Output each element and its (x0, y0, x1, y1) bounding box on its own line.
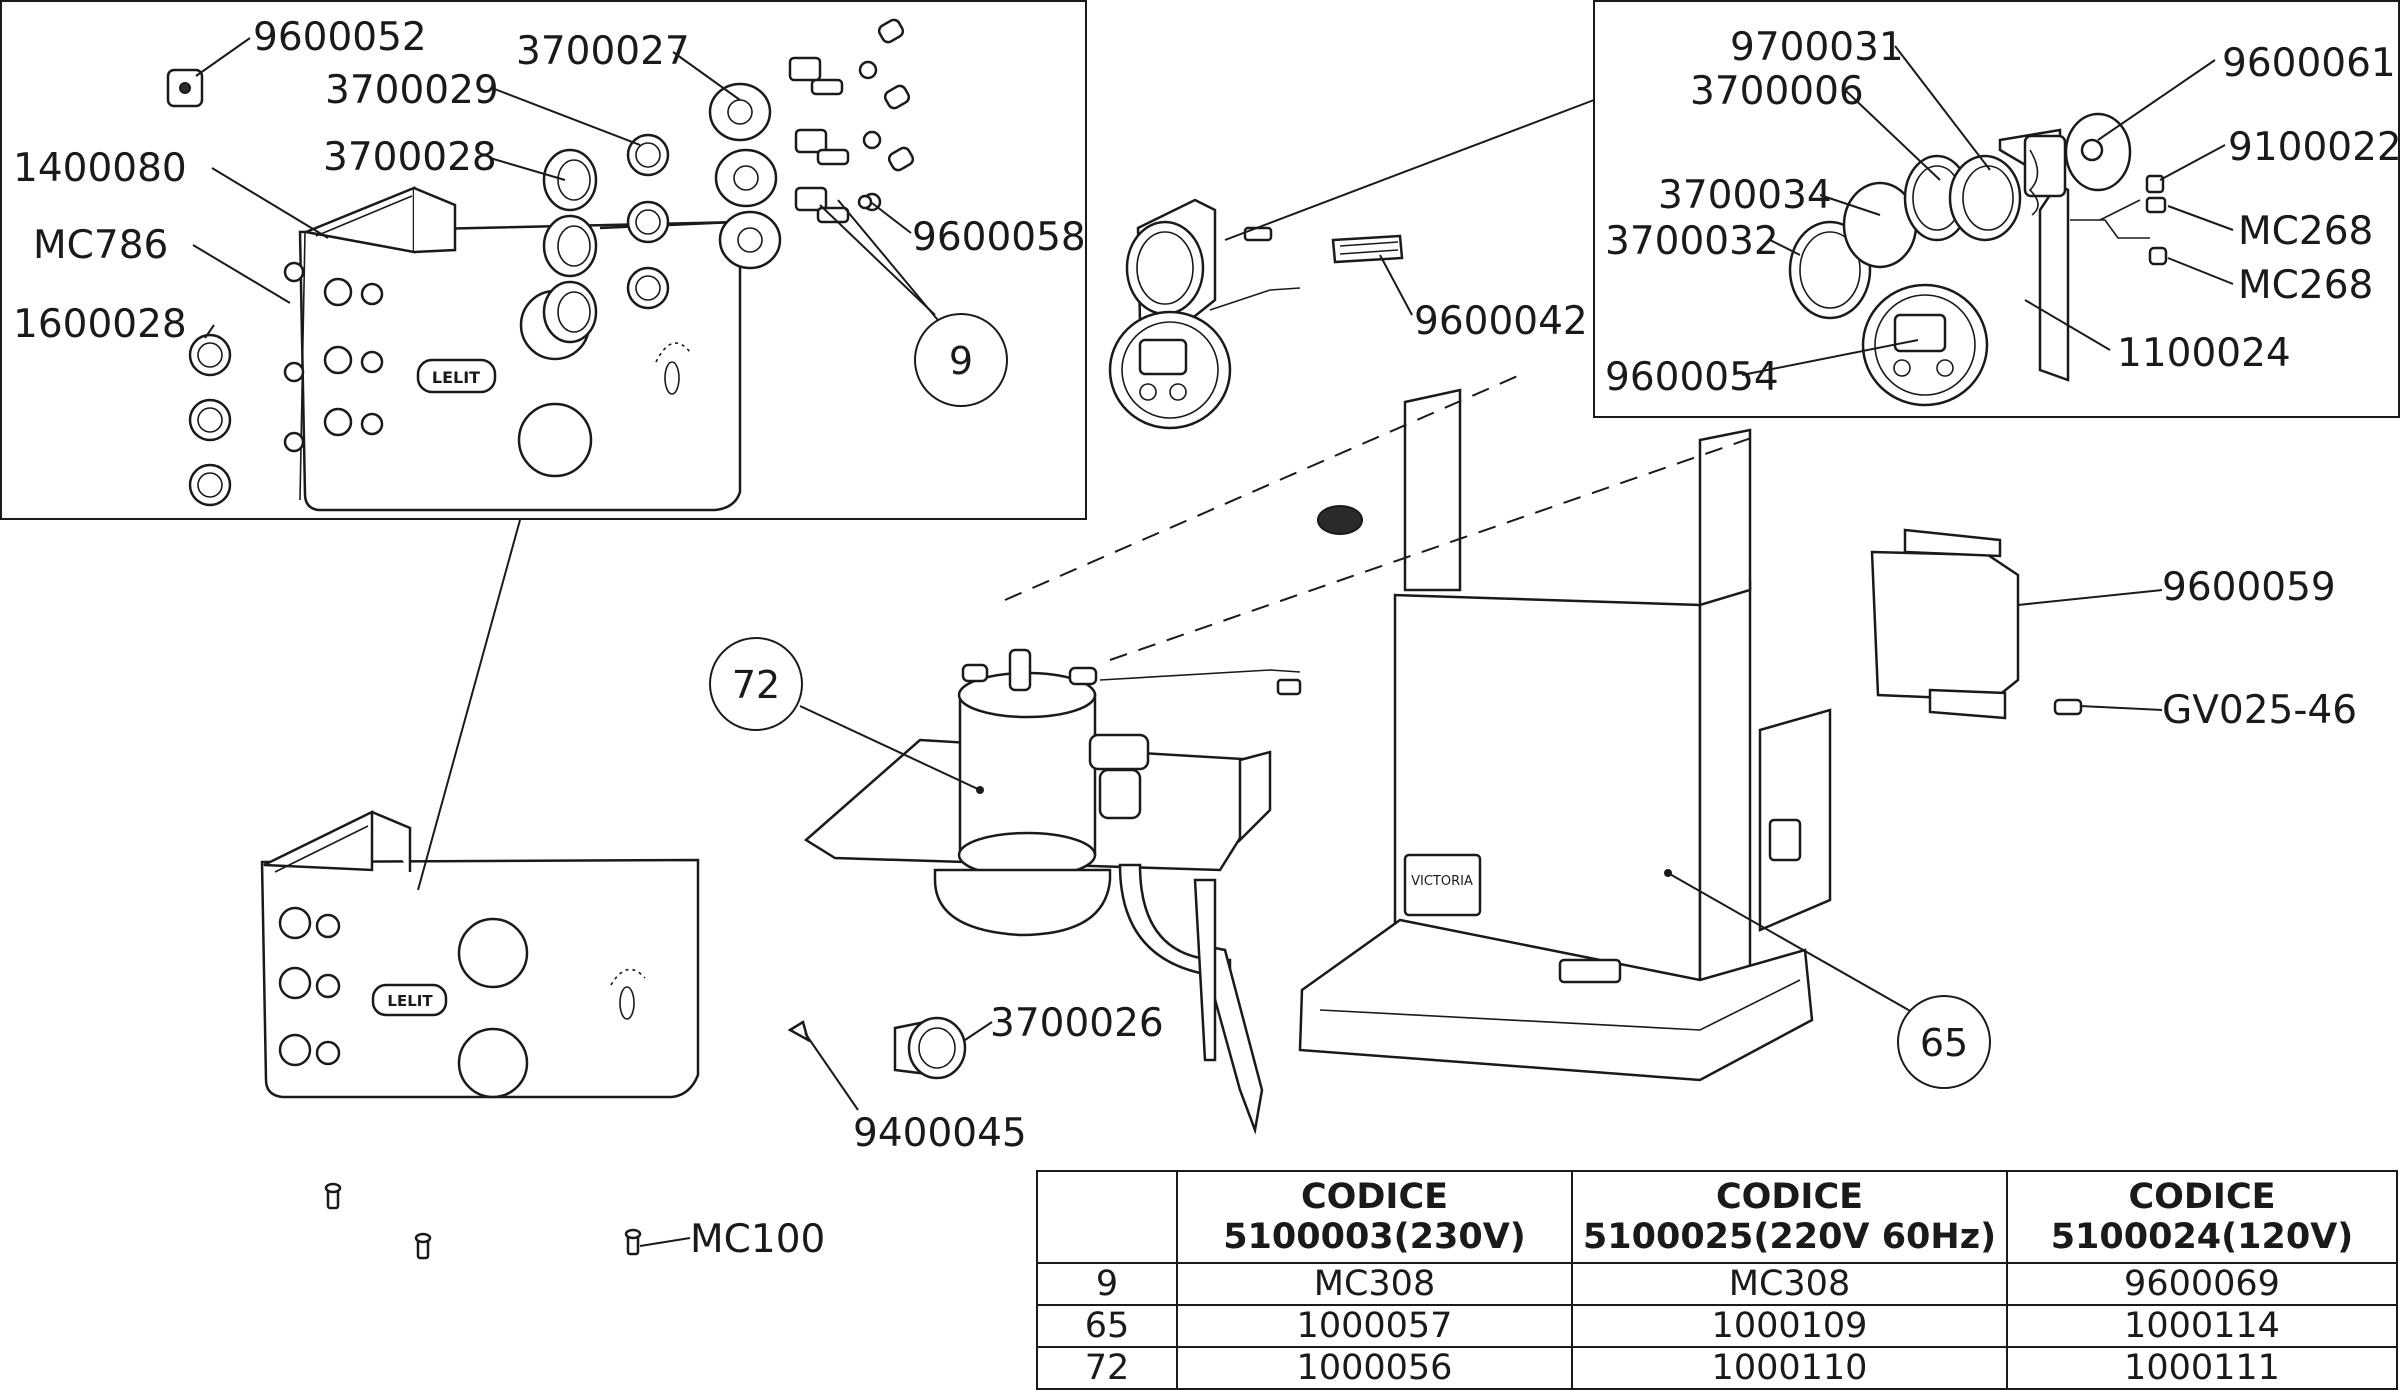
callout-9700031: 9700031 (1730, 25, 1904, 70)
leader-lines (192, 37, 2234, 1247)
table-cell: 1000110 (1571, 1346, 2008, 1390)
boiler-assembly-drawing (803, 648, 1302, 1135)
main-frame-drawing: VICTORIA (1298, 388, 1832, 1082)
display-module-drawing (1108, 198, 1404, 430)
callout-MC786: MC786 (33, 223, 168, 268)
callout-1400080: 1400080 (13, 146, 187, 191)
callout-MC268-a: MC268 (2238, 209, 2373, 254)
callout-9600052: 9600052 (253, 15, 427, 60)
display-assembly-drawing (1788, 112, 2168, 407)
callout-3700026: 3700026 (990, 1001, 1164, 1046)
table-cell: 1000057 (1176, 1304, 1573, 1348)
callout-3700032: 3700032 (1605, 219, 1779, 264)
callout-9600058: 9600058 (912, 215, 1086, 260)
callout-3700006: 3700006 (1690, 69, 1864, 114)
callout-1100024: 1100024 (2117, 331, 2291, 376)
reference-circle-72: 72 (709, 637, 803, 731)
display-inset-frame (1593, 0, 2400, 418)
victoria-plate-text: VICTORIA (1411, 874, 1473, 889)
callout-9100022: 9100022 (2228, 125, 2400, 170)
front-panel-assembled-drawing: LELIT (260, 809, 700, 1099)
table-cell-ref: 72 (1036, 1346, 1178, 1390)
table-cell: MC308 (1176, 1262, 1573, 1306)
table-header-ref (1036, 1170, 1178, 1264)
callout-3700028: 3700028 (323, 135, 497, 180)
table-cell: MC308 (1571, 1262, 2008, 1306)
table-cell: 9600069 (2006, 1262, 2398, 1306)
table-cell: 1000111 (2006, 1346, 2398, 1390)
callout-9600054: 9600054 (1605, 355, 1779, 400)
front-panel-inset-frame (0, 0, 1087, 520)
callout-3700034: 3700034 (1658, 173, 1832, 218)
front-panel-drawing: LELIT (166, 18, 915, 512)
table-row: 65 1000057 1000109 1000114 (1036, 1304, 2398, 1348)
reference-circle-9-text: 9 (949, 339, 973, 383)
table-cell-ref: 65 (1036, 1304, 1178, 1348)
table-row: 72 1000056 1000110 1000111 (1036, 1346, 2398, 1390)
callout-MC268-b: MC268 (2238, 263, 2373, 308)
table-cell: 1000056 (1176, 1346, 1573, 1390)
table-row: 9 MC308 MC308 9600069 (1036, 1262, 2398, 1306)
callout-3700027: 3700027 (516, 29, 690, 74)
callout-9600059: 9600059 (2162, 565, 2336, 610)
callout-3700029: 3700029 (325, 68, 499, 113)
lelit-logo-text-2: LELIT (387, 992, 433, 1010)
lelit-logo-text: LELIT (432, 368, 480, 387)
reference-circle-72-text: 72 (732, 663, 780, 707)
reference-circle-65: 65 (1897, 995, 1991, 1089)
callout-9400045: 9400045 (853, 1111, 1027, 1156)
callout-MC100: MC100 (690, 1217, 825, 1262)
reference-circle-9: 9 (914, 313, 1008, 407)
transformer-box-drawing (1870, 528, 2083, 720)
table-cell: 1000114 (2006, 1304, 2398, 1348)
table-cell: 1000109 (1571, 1304, 2008, 1348)
callout-GV025-46: GV025-46 (2162, 688, 2357, 733)
callout-9600042: 9600042 (1414, 299, 1588, 344)
table-cell-ref: 9 (1036, 1262, 1178, 1306)
callout-labels: 9600052 3700027 3700029 1400080 3700028 … (13, 15, 2400, 1262)
callout-1600028: 1600028 (13, 302, 187, 347)
loose-parts-drawing (324, 1016, 967, 1260)
reference-circle-65-text: 65 (1920, 1021, 1968, 1065)
callout-9600061: 9600061 (2222, 41, 2396, 86)
